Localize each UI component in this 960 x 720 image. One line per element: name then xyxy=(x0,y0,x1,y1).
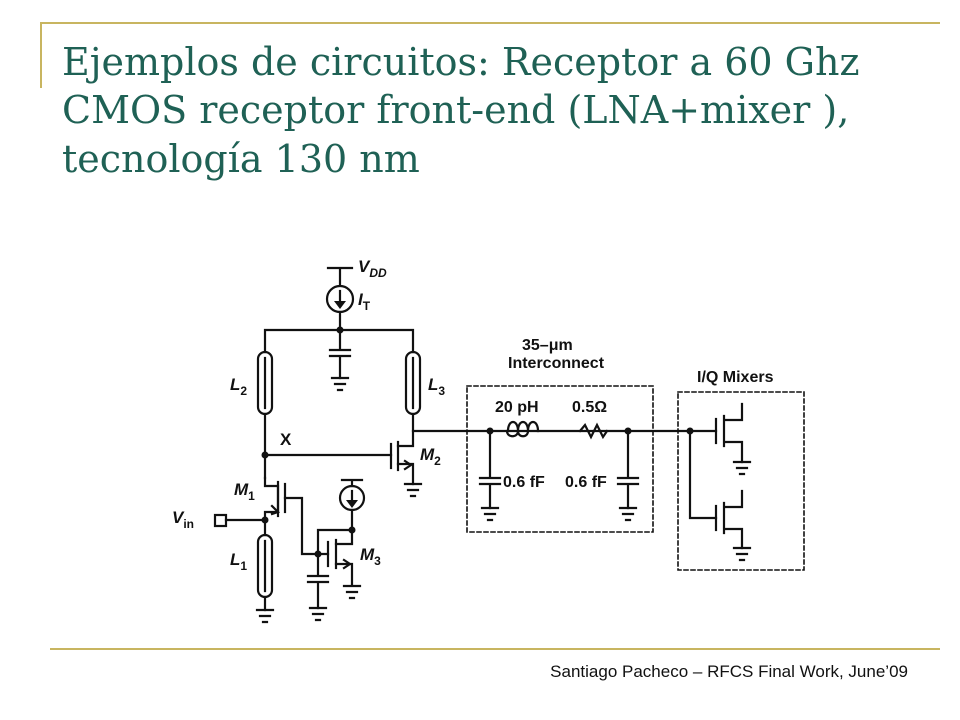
m3-source-arrow xyxy=(342,558,352,570)
label-l1: L1 xyxy=(230,550,247,573)
vdd-rail xyxy=(326,266,354,287)
ground-bypass xyxy=(330,376,350,392)
m3-bias-cap xyxy=(306,552,330,610)
node-dot-cap-right xyxy=(624,427,632,435)
label-l2: L2 xyxy=(230,375,247,398)
label-interconnect-1: 35–μm xyxy=(522,337,573,354)
m2-drain-source xyxy=(396,412,415,486)
label-it: IT xyxy=(358,290,371,313)
ground-m2 xyxy=(403,482,423,498)
node-dot-cap-left xyxy=(486,427,494,435)
vin-port xyxy=(213,513,228,528)
label-interconnect-2: Interconnect xyxy=(508,355,605,372)
title-line-2: CMOS receptor front-end (LNA+mixer ), xyxy=(62,88,850,133)
mixer-i-channel xyxy=(722,402,744,464)
cap-left xyxy=(478,429,502,510)
label-x: X xyxy=(280,430,292,449)
m1-gate-wire xyxy=(283,496,330,556)
node-x-wire xyxy=(263,412,393,480)
ground-cap-left xyxy=(480,506,500,522)
ground-l1 xyxy=(255,608,275,624)
ground-m3-cap xyxy=(308,606,328,622)
label-m1: M1 xyxy=(234,480,255,503)
mixers-box xyxy=(677,391,805,571)
node-dot-vin xyxy=(261,516,269,524)
bottom-rule xyxy=(50,648,940,650)
ground-cap-right xyxy=(618,506,638,522)
top-rule xyxy=(40,22,940,24)
label-cap-right: 0.6 fF xyxy=(565,474,607,491)
label-cap-left: 0.6 fF xyxy=(503,474,545,491)
label-inductor: 20 pH xyxy=(495,399,539,416)
label-mixers: I/Q Mixers xyxy=(697,369,774,386)
left-rule xyxy=(40,22,42,88)
node-dot-mixer xyxy=(686,427,694,435)
current-source-it-arrowhead xyxy=(334,301,346,309)
bypass-cap xyxy=(328,328,352,380)
title-line-3: tecnología 130 nm xyxy=(62,136,420,181)
interconnect-resistor xyxy=(578,422,609,440)
label-vdd: VDD xyxy=(358,257,387,280)
label-m3: M3 xyxy=(360,545,381,568)
label-l3: L3 xyxy=(428,375,445,398)
ground-mixer-q xyxy=(732,546,752,562)
m1-source-arrow xyxy=(270,504,281,516)
slide-title: Ejemplos de circuitos: Receptor a 60 Ghz… xyxy=(62,38,942,183)
mixer-q-channel xyxy=(722,489,744,550)
interconnect-inductor xyxy=(505,420,540,438)
mixer-input-wire xyxy=(688,429,718,520)
label-vin: Vin xyxy=(172,508,194,531)
interconnect-box xyxy=(466,385,654,533)
node-dot-x xyxy=(261,451,269,459)
node-dot-m3gate xyxy=(314,550,322,558)
cap-right xyxy=(616,429,640,510)
ground-mixer-i xyxy=(732,460,752,476)
node-dot-top xyxy=(336,326,344,334)
footer-credit: Santiago Pacheco – RFCS Final Work, June… xyxy=(550,662,908,681)
m3-drain-source xyxy=(334,542,354,586)
label-resistor: 0.5Ω xyxy=(572,399,607,416)
label-m2: M2 xyxy=(420,445,441,468)
m2-source-arrow xyxy=(403,459,413,471)
node-dot-bias xyxy=(348,526,356,534)
title-line-1: Ejemplos de circuitos: Receptor a 60 Ghz xyxy=(62,40,860,84)
ground-m3 xyxy=(342,584,362,600)
current-source-bias-arrowhead xyxy=(346,500,358,508)
